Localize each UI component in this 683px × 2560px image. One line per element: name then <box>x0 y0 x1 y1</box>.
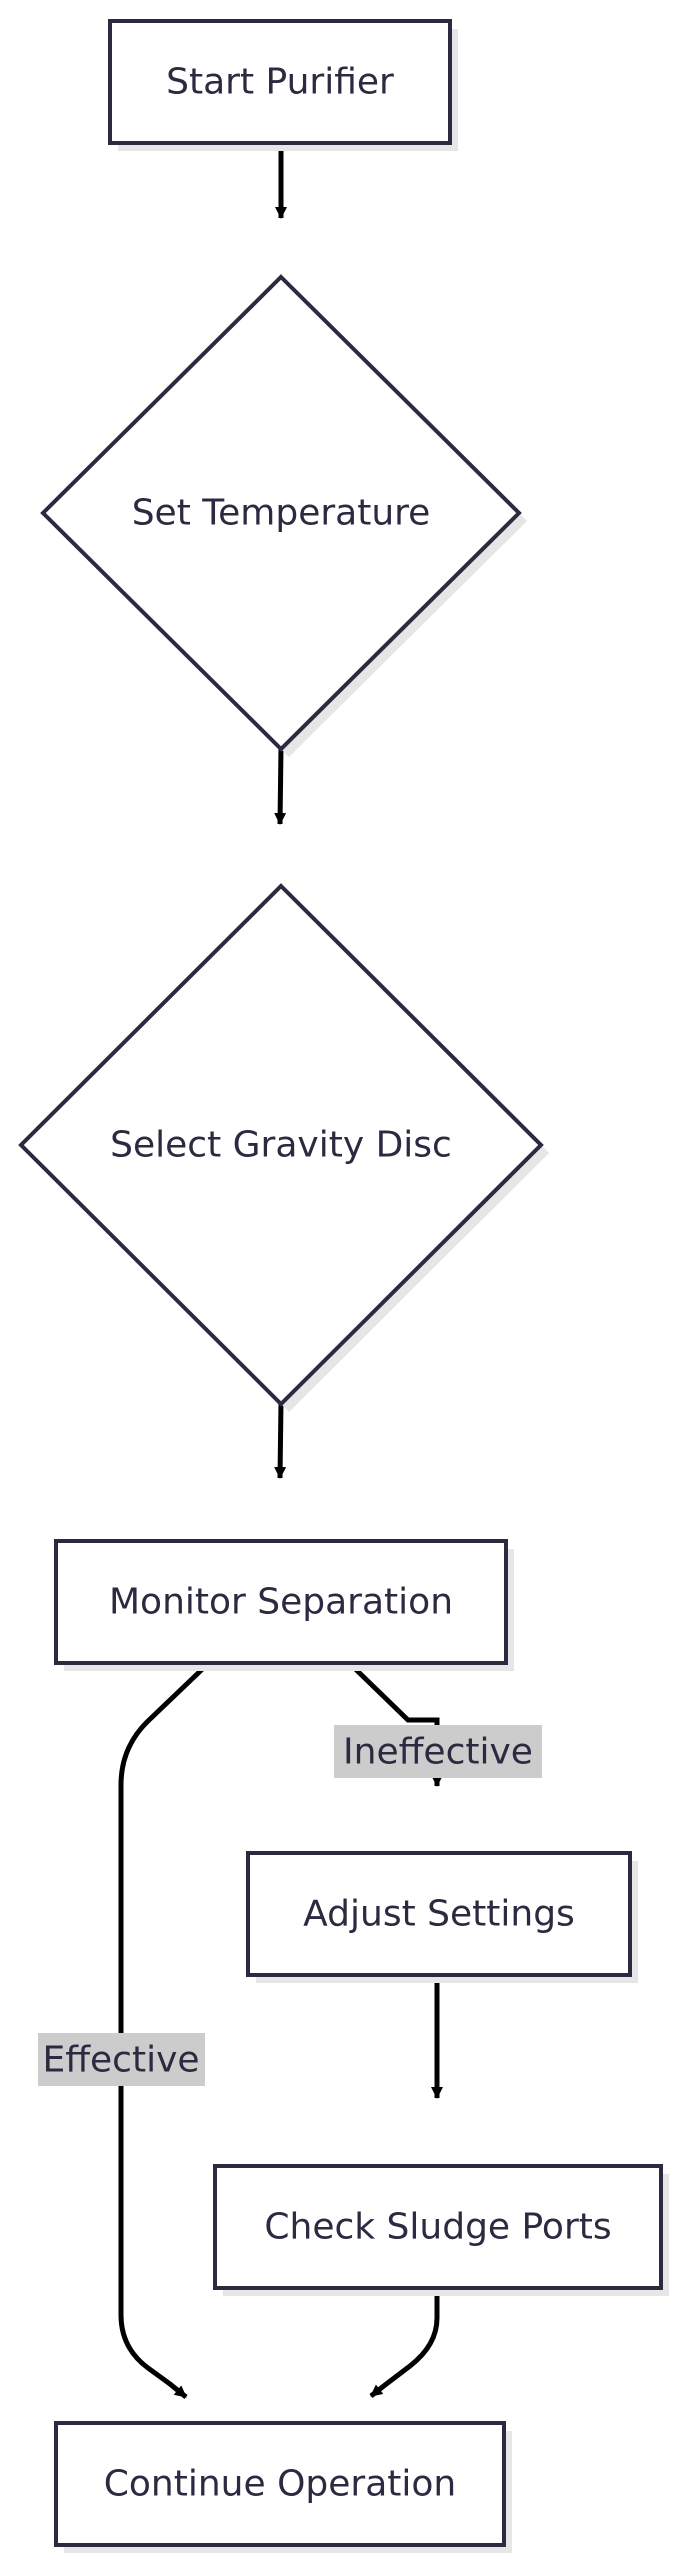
node-set-temperature[interactable]: Set Temperature <box>40 274 527 757</box>
node-continue-operation[interactable]: Continue Operation <box>54 2421 512 2553</box>
node-box <box>54 1539 508 1665</box>
node-label: Check Sludge Ports <box>264 2207 611 2248</box>
node-box <box>246 1851 632 1977</box>
edges-layer <box>118 145 443 2399</box>
node-start-purifier[interactable]: Start Purifier <box>108 19 458 151</box>
edge-label-text: Effective <box>42 2040 199 2081</box>
node-select-gravity-disc[interactable]: Select Gravity Disc <box>18 883 549 1412</box>
node-label: Continue Operation <box>104 2464 456 2505</box>
node-box <box>54 2421 506 2547</box>
node-label: Set Temperature <box>132 493 431 534</box>
node-diamond <box>18 883 544 1407</box>
node-label: Start Purifier <box>166 62 394 103</box>
edge-label-ineffective: Ineffective <box>334 1725 542 1778</box>
edge-label-effective: Effective <box>38 2033 205 2086</box>
edge-sludge-to-continue <box>369 2281 440 2398</box>
edge-gravity-disc-to-monitor <box>274 1401 287 1479</box>
node-box <box>108 19 452 145</box>
node-box <box>213 2164 663 2290</box>
edge-label-background <box>334 1725 542 1778</box>
edge-label-background <box>38 2033 205 2086</box>
node-diamond <box>40 274 522 752</box>
node-label: Select Gravity Disc <box>110 1125 452 1166</box>
node-adjust-settings[interactable]: Adjust Settings <box>246 1851 638 1983</box>
node-monitor-separation[interactable]: Monitor Separation <box>54 1539 514 1671</box>
edge-temperature-to-gravity-disc <box>274 747 287 825</box>
edge-monitor-to-continue <box>118 1655 217 2399</box>
edge-label-text: Ineffective <box>343 1732 533 1773</box>
node-check-sludge-ports[interactable]: Check Sludge Ports <box>213 2164 669 2296</box>
node-label: Monitor Separation <box>109 1582 453 1623</box>
node-label: Adjust Settings <box>303 1894 575 1935</box>
